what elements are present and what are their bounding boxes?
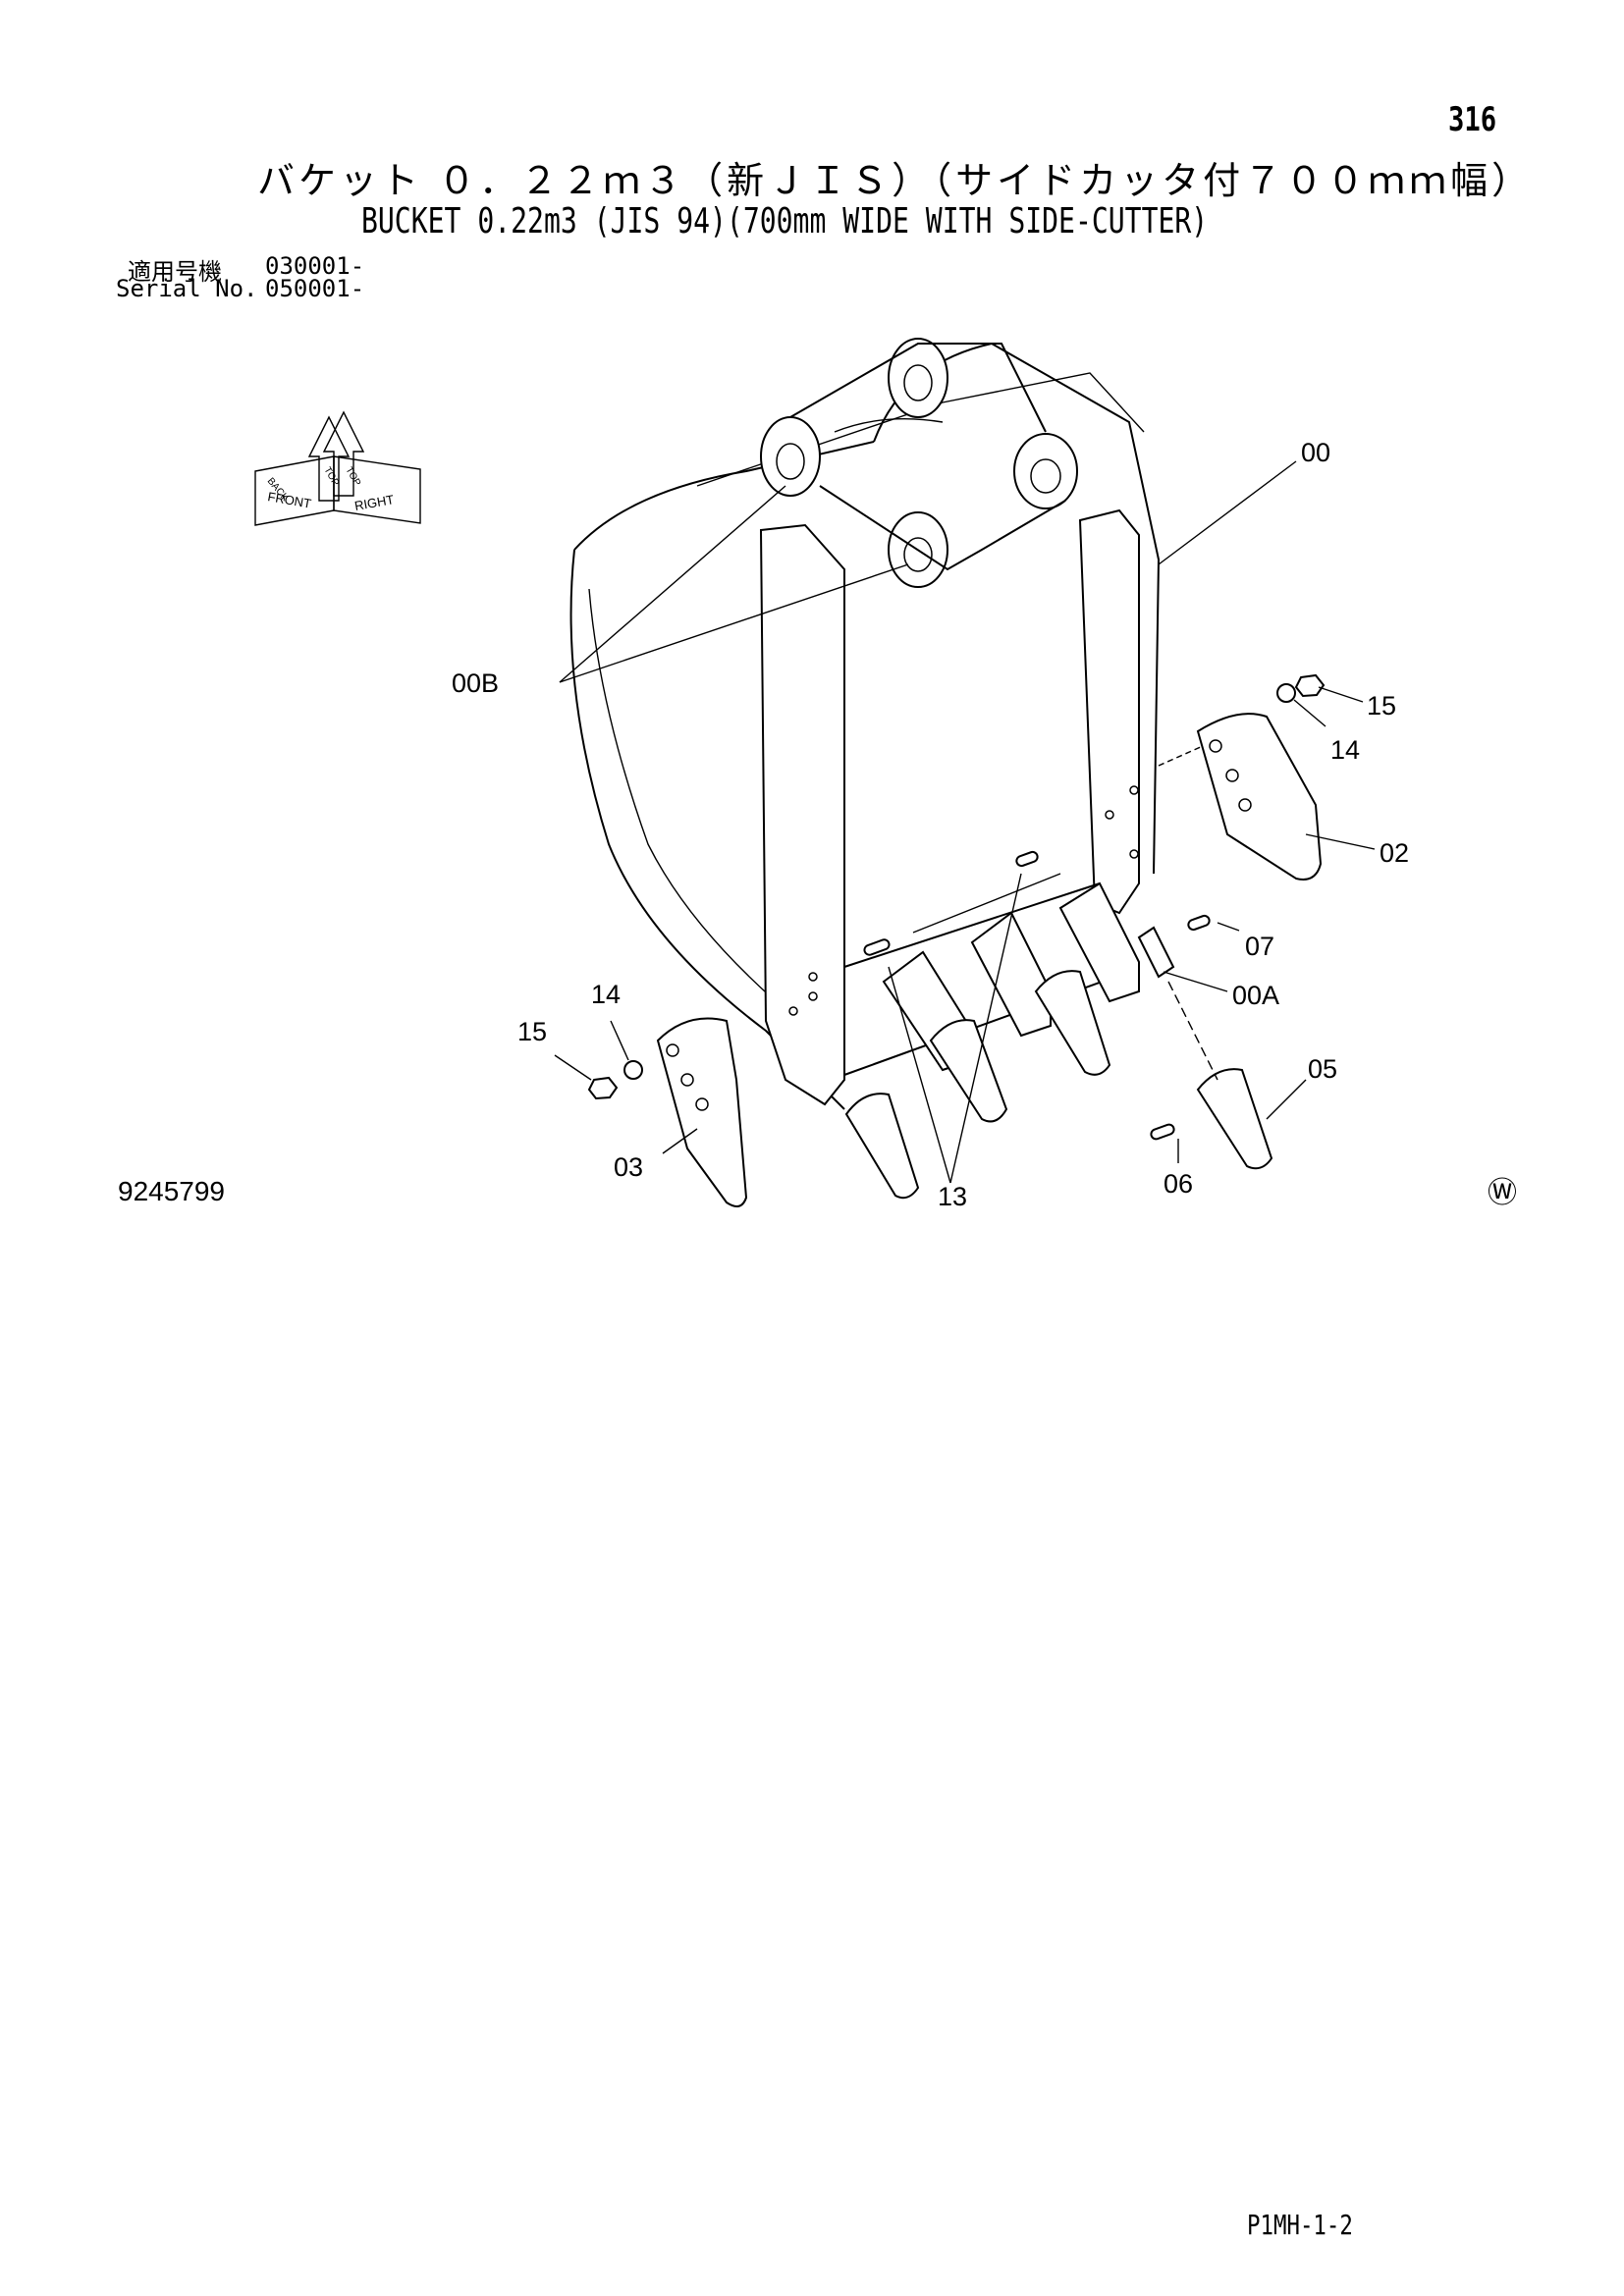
orientation-cube-icon: FRONT RIGHT TOP TOP BACK (254, 410, 421, 526)
callout-02: 02 (1380, 838, 1409, 868)
page-title-japanese: バケット ０．２２ｍ３（新ＪＩＳ）（サイドカッタ付７００ｍｍ幅） (257, 159, 1534, 202)
callout-15-right: 15 (1367, 691, 1396, 721)
callout-00: 00 (1301, 438, 1330, 467)
callout-14-left: 14 (591, 980, 621, 1009)
serial-label-japanese: 適用号機 (128, 258, 222, 286)
serial-label-english: Serial No. (116, 275, 258, 302)
page-number: 316 (1448, 100, 1497, 139)
callout-14-right: 14 (1330, 735, 1360, 765)
callout-00A: 00A (1232, 981, 1279, 1010)
watermark-symbol: Ⓦ (1488, 1176, 1517, 1210)
orientation-label-right: RIGHT (353, 492, 395, 513)
callout-06: 06 (1164, 1169, 1193, 1199)
callout-13: 13 (938, 1182, 967, 1211)
nut-washer-right-drawing (1276, 673, 1326, 703)
leader-lines (554, 460, 1376, 1184)
orientation-label-top-2: TOP (343, 465, 362, 488)
side-cutter-left-drawing (587, 1017, 748, 1207)
page-title-english: BUCKET 0.22m3 (JIS 94)(700mm WIDE WITH S… (361, 201, 1209, 241)
callout-05: 05 (1308, 1054, 1337, 1084)
callout-00B: 00B (452, 668, 499, 698)
page-code: P1MH-1-2 (1247, 2209, 1353, 2241)
drawing-number: 9245799 (118, 1176, 226, 1206)
callout-15-left: 15 (517, 1017, 547, 1046)
callout-03: 03 (614, 1152, 643, 1182)
bucket-body-drawing (569, 338, 1161, 1110)
serial-value-japanese: 030001- (265, 252, 365, 280)
callout-07: 07 (1245, 932, 1274, 961)
serial-value-english: 050001- (265, 275, 365, 302)
side-cutter-right-drawing (1158, 713, 1323, 881)
parts-diagram: FRONT RIGHT TOP TOP BACK (254, 338, 1517, 1211)
bucket-teeth-drawing (844, 850, 1273, 1200)
orientation-label-top-1: TOP (321, 465, 341, 488)
